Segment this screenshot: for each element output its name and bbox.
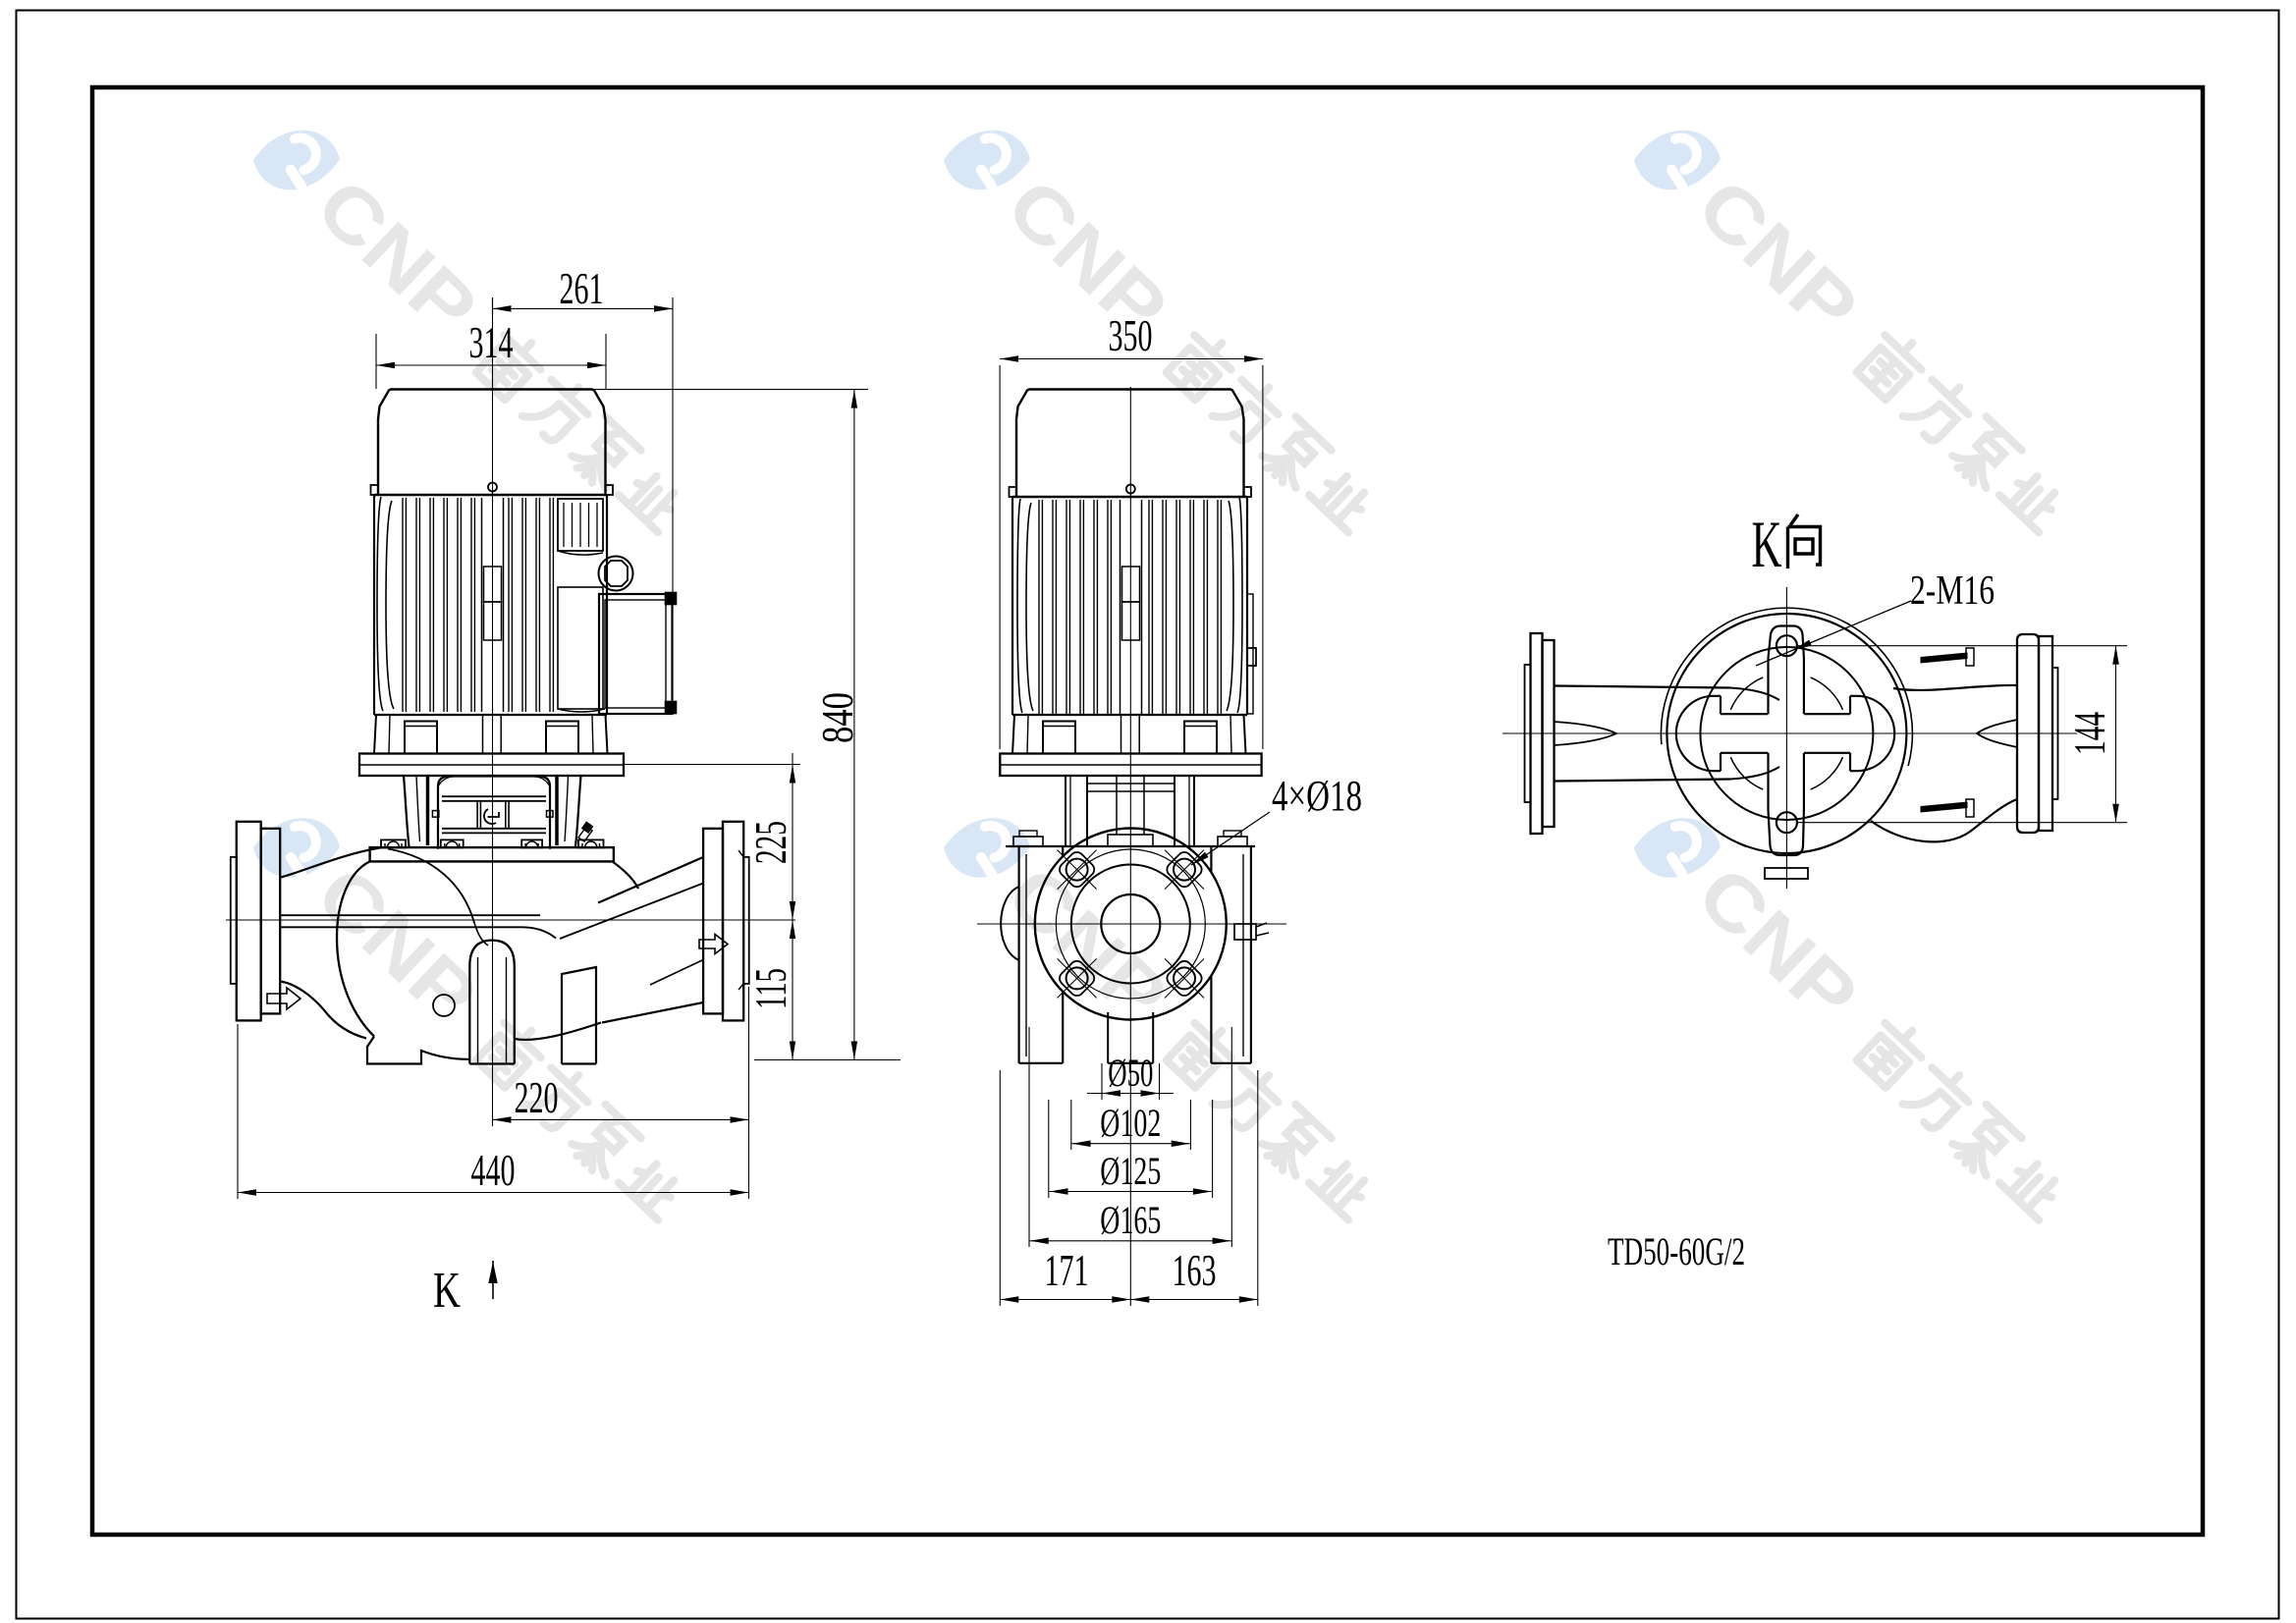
svg-text:144: 144 [2064,712,2114,755]
svg-text:314: 314 [469,317,514,367]
svg-text:TD50-60G/2: TD50-60G/2 [1608,1229,1745,1273]
svg-text:171: 171 [1045,1245,1089,1295]
svg-text:440: 440 [471,1145,516,1195]
svg-text:115: 115 [745,968,795,1009]
svg-text:261: 261 [560,263,604,313]
svg-text:840: 840 [812,692,862,743]
svg-text:4×Ø18: 4×Ø18 [1272,772,1362,820]
svg-text:163: 163 [1173,1245,1217,1295]
svg-text:2-M16: 2-M16 [1910,568,1995,614]
svg-text:Ø102: Ø102 [1100,1101,1161,1145]
svg-text:Ø125: Ø125 [1100,1149,1161,1193]
svg-text:Ø50: Ø50 [1108,1051,1153,1095]
svg-text:K: K [1752,507,1782,581]
svg-text:220: 220 [515,1072,559,1122]
svg-text:Ø165: Ø165 [1100,1198,1161,1242]
svg-text:350: 350 [1109,310,1153,360]
svg-text:K: K [433,1263,461,1319]
svg-text:225: 225 [745,821,795,864]
